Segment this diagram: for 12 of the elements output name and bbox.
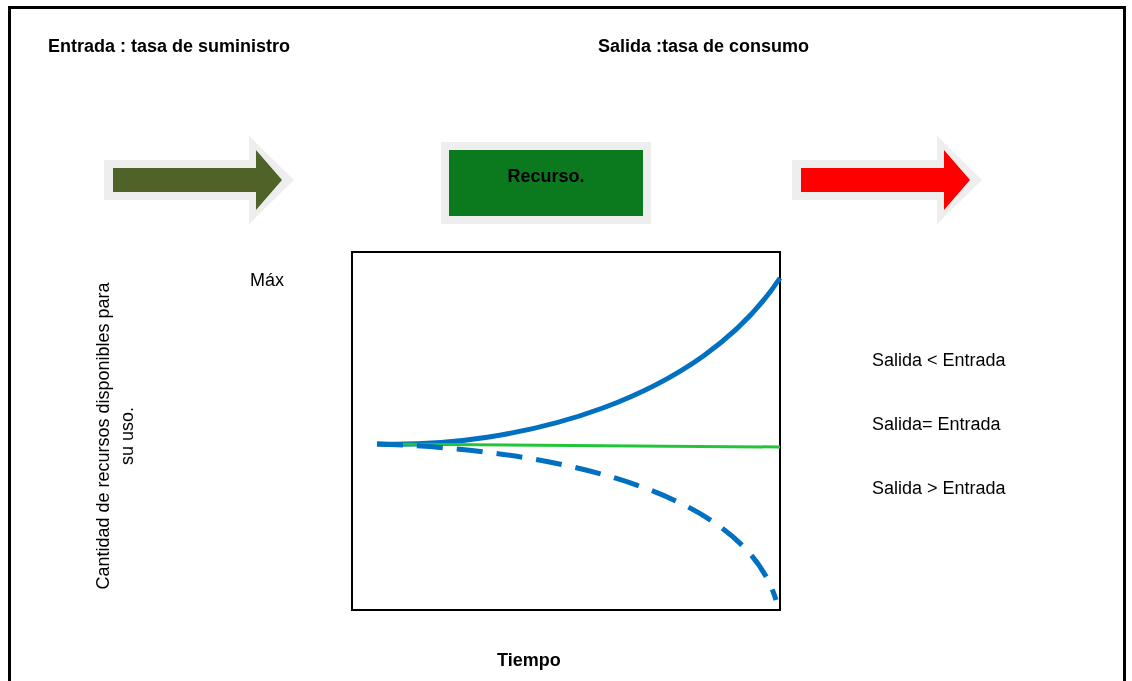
resource-box <box>441 142 651 224</box>
curve-label: Salida < Entrada <box>872 350 1006 371</box>
heading-text: Salida :tasa de consumo <box>598 36 810 57</box>
axis-max-label: Máx <box>250 270 284 291</box>
block-arrow <box>792 136 982 224</box>
block-arrow <box>104 136 294 224</box>
box-label: Recurso. <box>506 166 586 187</box>
curve-label: Salida > Entrada <box>872 478 1006 499</box>
axis-title: Cantidad de recursos disponibles para su uso. <box>92 281 138 591</box>
heading-text: Entrada : tasa de suministro <box>48 36 291 57</box>
curve-label: Salida= Entrada <box>872 414 1001 435</box>
axis-title: Tiempo <box>497 650 561 671</box>
